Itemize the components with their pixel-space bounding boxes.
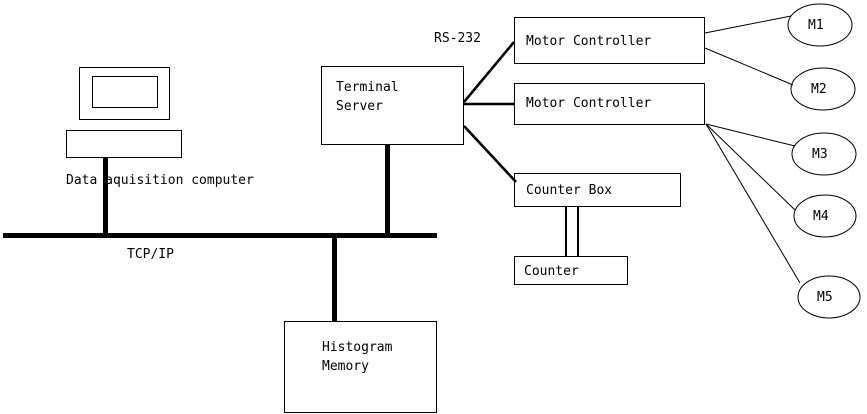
motor-ellipse-m2 [790, 67, 856, 111]
link-terminal-server-to-counter-box [463, 125, 517, 183]
motor-ellipse-m3 [791, 132, 857, 176]
histogram-memory-box [284, 321, 437, 413]
motor-ellipse-m1 [787, 3, 853, 47]
link-motor-controller-2-to-m4 [705, 123, 796, 211]
counter-box [514, 256, 628, 285]
histogram-memory-label-line1: Histogram [322, 340, 393, 355]
terminal-server-box [321, 66, 464, 145]
motor-controller-2-label: Motor Controller [526, 96, 652, 111]
computer-label: Data aquisition computer [66, 173, 254, 188]
bus-stem-computer [103, 158, 108, 236]
motor-ellipse-m4 [793, 194, 857, 238]
motor-label-m5: M5 [817, 290, 833, 305]
link-motor-controller-2-to-m3 [705, 123, 796, 147]
motor-label-m1: M1 [808, 18, 824, 33]
link-terminal-server-to-motor-controller-1 [463, 41, 515, 103]
link-motor-controller-1-to-m2 [704, 47, 794, 86]
computer-screen-shape [92, 76, 158, 108]
histogram-memory-label-line2: Memory [322, 359, 369, 374]
tcpip-bus-label: TCP/IP [127, 247, 174, 262]
counter-box-box [514, 173, 681, 207]
computer-monitor-shape [79, 67, 170, 120]
computer-base-shape [66, 130, 182, 158]
motor-label-m2: M2 [811, 82, 827, 97]
motor-controller-1-label: Motor Controller [526, 34, 652, 49]
tcpip-bus-line [3, 233, 437, 238]
rs232-link-label: RS-232 [434, 31, 481, 46]
link-motor-controller-2-to-m5 [705, 123, 801, 284]
motor-ellipse-m5 [797, 275, 861, 319]
motor-controller-2-box [514, 83, 705, 125]
terminal-server-label-line1: Terminal [336, 80, 399, 95]
counter-label: Counter [524, 264, 579, 279]
counter-box-label: Counter Box [526, 183, 613, 198]
motor-controller-1-box [514, 17, 705, 64]
motor-label-m4: M4 [813, 209, 829, 224]
terminal-server-label-line2: Server [336, 99, 383, 114]
link-motor-controller-1-to-m1 [704, 15, 792, 34]
bus-stem-histogram-memory [332, 236, 337, 322]
bus-stem-terminal-server [385, 145, 390, 236]
motor-label-m3: M3 [812, 147, 828, 162]
